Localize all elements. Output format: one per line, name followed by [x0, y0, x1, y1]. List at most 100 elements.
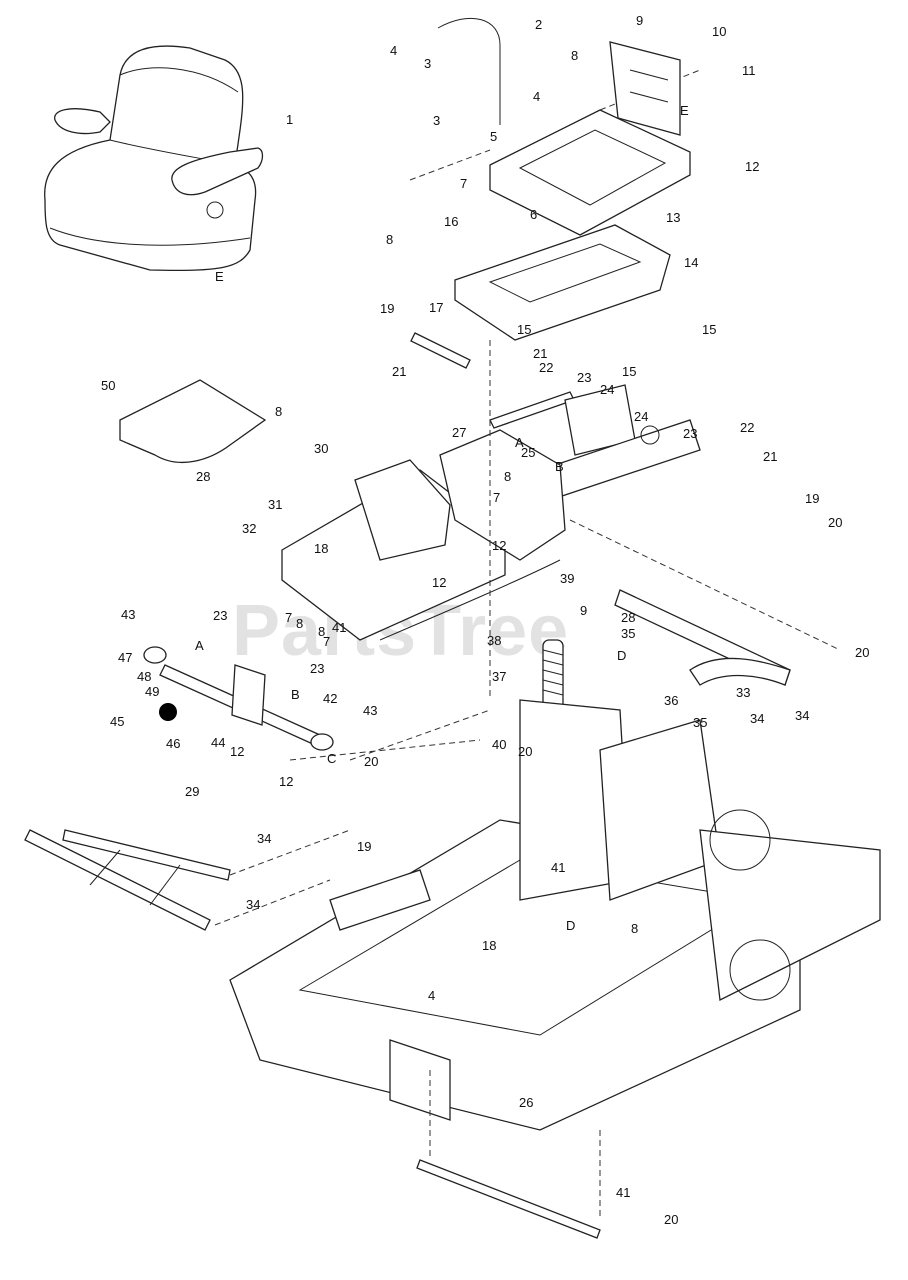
callout-15: 15 — [517, 322, 531, 337]
callout-23: 23 — [577, 370, 591, 385]
callout-34: 34 — [246, 897, 260, 912]
callout-22: 22 — [740, 420, 754, 435]
callout-41: 41 — [551, 860, 565, 875]
callout-46: 46 — [166, 736, 180, 751]
callout-13: 13 — [666, 210, 680, 225]
callout-45: 45 — [110, 714, 124, 729]
callout-11: 11 — [742, 63, 756, 78]
callout-E: E — [215, 269, 224, 284]
callout-10: 10 — [712, 24, 726, 39]
callout-30: 30 — [314, 441, 328, 456]
slide-rail-frame — [454, 224, 671, 341]
callout-18: 18 — [314, 541, 328, 556]
callout-44: 44 — [211, 735, 225, 750]
callout-8: 8 — [504, 469, 511, 484]
callout-16: 16 — [444, 214, 458, 229]
callout-2: 2 — [535, 17, 542, 32]
callout-34: 34 — [795, 708, 809, 723]
callout-D: D — [566, 918, 575, 933]
callout-B: B — [555, 459, 564, 474]
callout-24: 24 — [634, 409, 648, 424]
callout-B: B — [291, 687, 300, 702]
control-cable — [379, 559, 561, 641]
callout-7: 7 — [323, 634, 330, 649]
seat-rod — [437, 17, 501, 125]
callout-4: 4 — [390, 43, 397, 58]
callout-7: 7 — [493, 490, 500, 505]
callout-17: 17 — [429, 300, 443, 315]
callout-7: 7 — [460, 176, 467, 191]
callout-29: 29 — [185, 784, 199, 799]
callout-9: 9 — [636, 13, 643, 28]
seat-assembly — [44, 45, 264, 272]
callout-21: 21 — [763, 449, 777, 464]
rod-25 — [489, 391, 575, 429]
callout-20: 20 — [855, 645, 869, 660]
callout-40: 40 — [492, 737, 506, 752]
callout-23: 23 — [683, 426, 697, 441]
seat-bracket — [609, 41, 681, 136]
callout-20: 20 — [828, 515, 842, 530]
callout-23: 23 — [310, 661, 324, 676]
callout-19: 19 — [357, 839, 371, 854]
callout-31: 31 — [268, 497, 282, 512]
callout-22: 22 — [539, 360, 553, 375]
callout-12: 12 — [492, 538, 506, 553]
callout-43: 43 — [121, 607, 135, 622]
callout-8: 8 — [571, 48, 578, 63]
callout-41: 41 — [332, 620, 346, 635]
callout-50: 50 — [101, 378, 115, 393]
callout-42: 42 — [323, 691, 337, 706]
floor-plate — [119, 379, 267, 463]
callout-41: 41 — [616, 1185, 630, 1200]
callout-27: 27 — [452, 425, 466, 440]
callout-21: 21 — [533, 346, 547, 361]
callout-8: 8 — [275, 404, 282, 419]
callout-8: 8 — [386, 232, 393, 247]
callout-28: 28 — [196, 469, 210, 484]
callout-4: 4 — [533, 89, 540, 104]
grease-fitting-icon — [159, 703, 177, 721]
callout-21: 21 — [392, 364, 406, 379]
callout-35: 35 — [621, 626, 635, 641]
callout-9: 9 — [580, 603, 587, 618]
alignment-line — [289, 340, 491, 761]
callout-A: A — [515, 435, 524, 450]
callout-36: 36 — [664, 693, 678, 708]
callout-14: 14 — [684, 255, 698, 270]
callout-8: 8 — [631, 921, 638, 936]
callout-8: 8 — [296, 616, 303, 631]
callout-20: 20 — [364, 754, 378, 769]
callout-18: 18 — [482, 938, 496, 953]
callout-1: 1 — [286, 112, 293, 127]
callout-4: 4 — [428, 988, 435, 1003]
callout-34: 34 — [750, 711, 764, 726]
callout-23: 23 — [213, 608, 227, 623]
callout-12: 12 — [230, 744, 244, 759]
callout-48: 48 — [137, 669, 151, 684]
callout-5: 5 — [490, 129, 497, 144]
rear-rod — [416, 1159, 601, 1239]
callout-34: 34 — [257, 831, 271, 846]
callout-19: 19 — [805, 491, 819, 506]
main-frame — [229, 699, 881, 1131]
callout-25: 25 — [521, 445, 535, 460]
callout-3: 3 — [433, 113, 440, 128]
shock-absorber — [542, 639, 564, 711]
callout-28: 28 — [621, 610, 635, 625]
front-bumper — [24, 829, 351, 931]
callout-24: 24 — [600, 382, 614, 397]
callout-E: E — [680, 103, 689, 118]
callout-39: 39 — [560, 571, 574, 586]
callout-A: A — [195, 638, 204, 653]
pivot-arm — [143, 646, 334, 751]
callout-47: 47 — [118, 650, 132, 665]
callout-3: 3 — [424, 56, 431, 71]
callout-20: 20 — [518, 744, 532, 759]
callout-33: 33 — [736, 685, 750, 700]
callout-15: 15 — [622, 364, 636, 379]
callout-8: 8 — [318, 624, 325, 639]
callout-20: 20 — [664, 1212, 678, 1227]
